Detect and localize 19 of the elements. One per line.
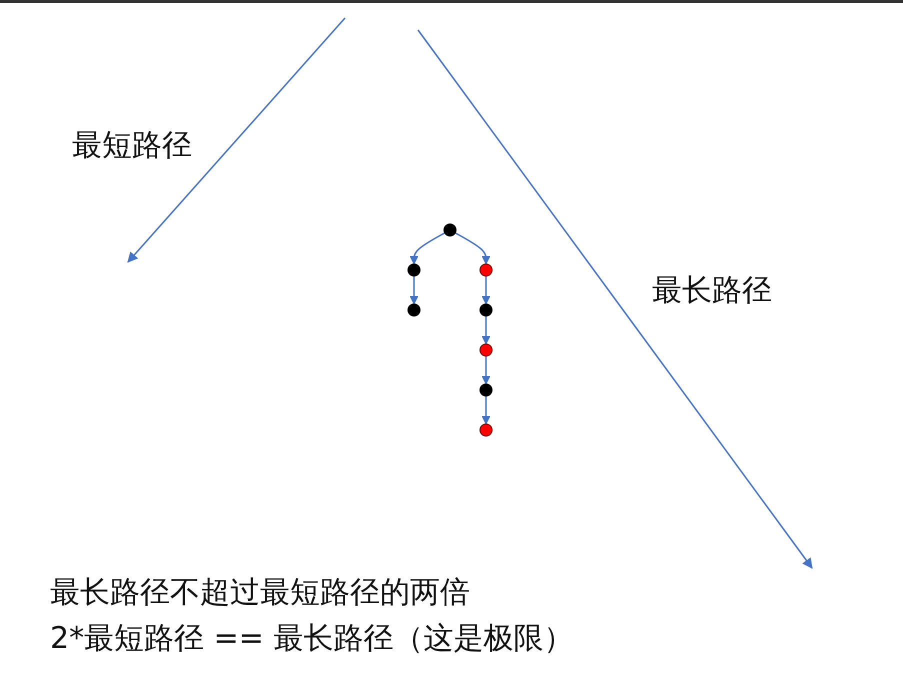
- path-label: 最短路径: [72, 127, 192, 165]
- node-circle: [444, 224, 456, 236]
- node-circle: [480, 424, 492, 436]
- arrow: [410, 276, 418, 304]
- arrow: [454, 232, 490, 264]
- arrow: [482, 356, 490, 384]
- note-text: 最长路径不超过最短路径的两倍: [50, 574, 470, 612]
- node-circle: [408, 304, 420, 316]
- arrow: [482, 396, 490, 424]
- arrow: [482, 276, 490, 304]
- note-text: 2*最短路径 == 最长路径（这是极限）: [50, 620, 574, 658]
- node-circle: [480, 384, 492, 396]
- path-label: 最长路径: [652, 272, 772, 310]
- arrow: [410, 232, 446, 264]
- arrow: [482, 316, 490, 344]
- node-circle: [480, 264, 492, 276]
- node-circle: [480, 344, 492, 356]
- node-circle: [480, 304, 492, 316]
- node-circle: [408, 264, 420, 276]
